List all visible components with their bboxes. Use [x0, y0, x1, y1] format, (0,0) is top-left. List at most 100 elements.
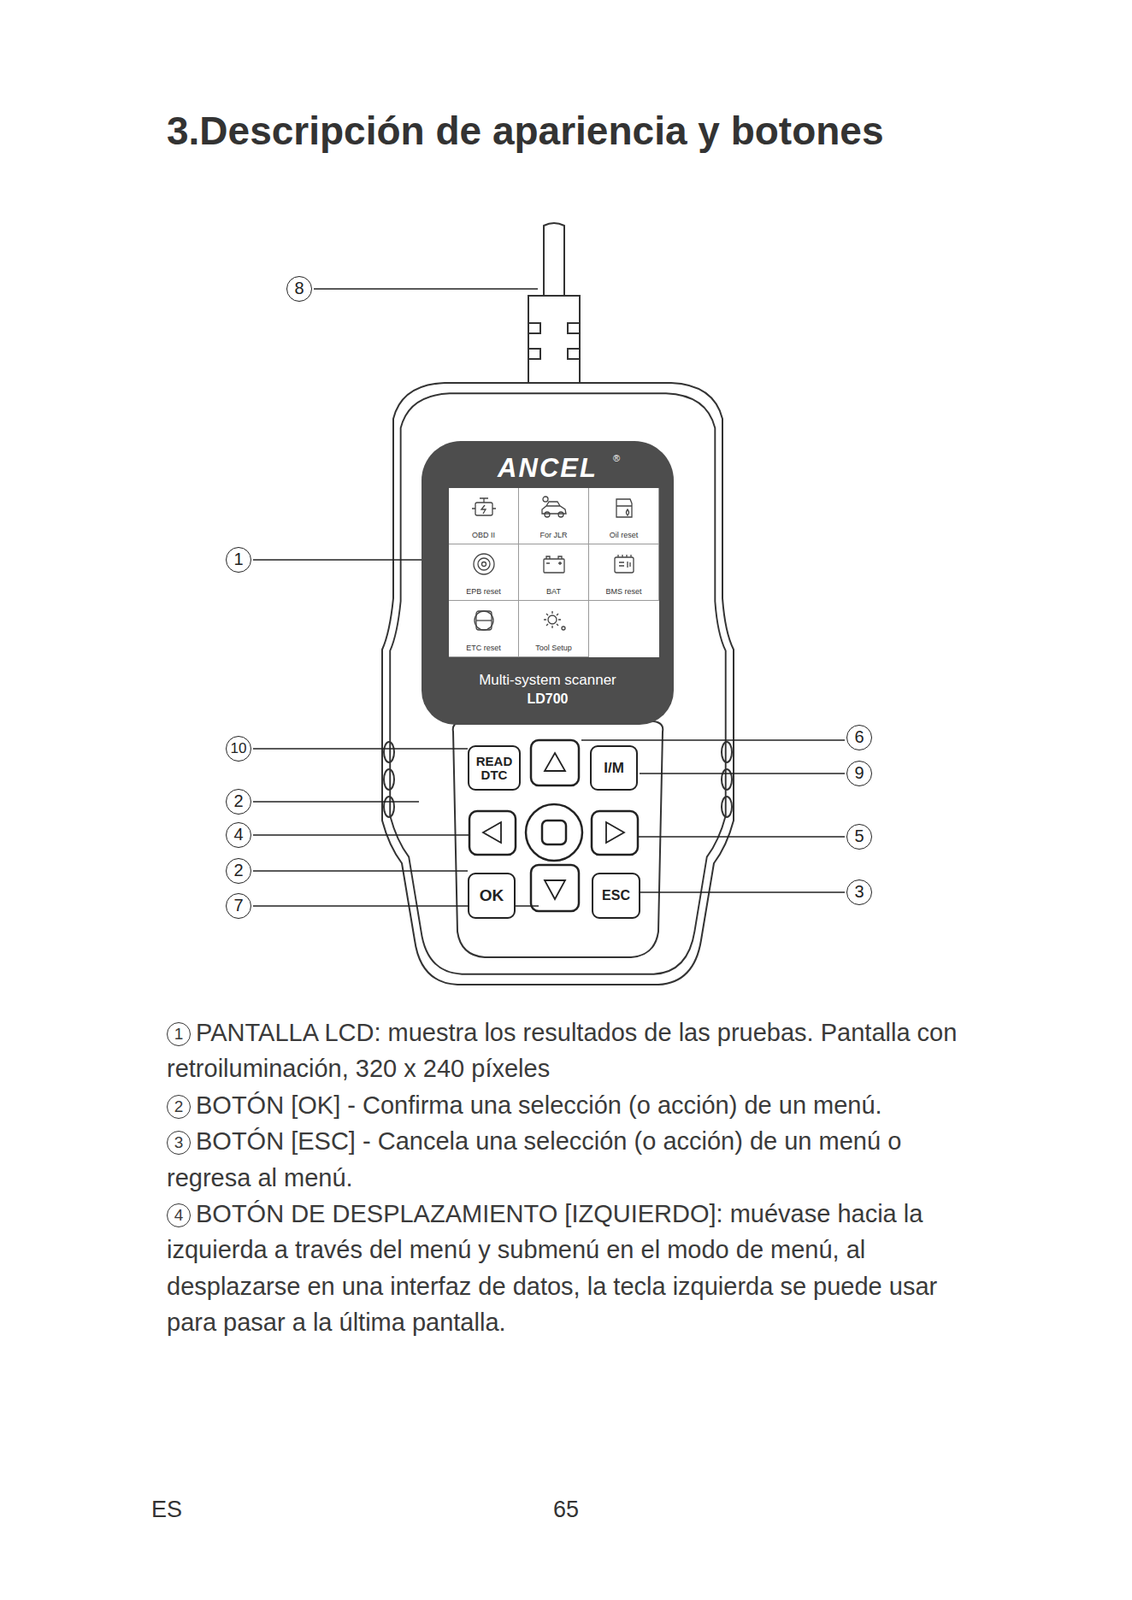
im-button: I/M	[589, 745, 638, 791]
grip	[383, 769, 395, 791]
menu-grid-ground	[448, 488, 660, 658]
model-name: LD700	[421, 691, 674, 708]
icon-strokes	[473, 554, 495, 575]
device-subtitle: Multi-system scanner	[421, 672, 674, 690]
menu-icon	[466, 607, 502, 634]
item-number: 2	[166, 1095, 191, 1120]
up-key	[530, 740, 579, 786]
menu-cell: ETC reset	[448, 601, 519, 658]
menu-cell: BAT	[518, 544, 590, 602]
leader-line	[640, 891, 845, 894]
icon-part	[474, 611, 494, 631]
grip	[383, 796, 395, 818]
language-code: ES	[151, 1497, 183, 1524]
icon-part	[546, 556, 562, 566]
menu-label: BAT	[518, 587, 589, 596]
menu-label: Tool Setup	[518, 643, 589, 653]
callout-number: 6	[846, 725, 873, 751]
leader-line	[581, 739, 845, 742]
page-number: 65	[553, 1497, 579, 1524]
icon-part	[544, 512, 550, 518]
leader-lines	[253, 288, 845, 907]
menu-icon	[536, 607, 572, 634]
housing-inner	[389, 393, 726, 974]
callout-number: 10	[225, 736, 252, 762]
callout-number: 4	[225, 822, 252, 849]
menu-label: BMS reset	[589, 587, 659, 596]
icon-strokes	[543, 556, 565, 573]
right-key	[591, 811, 638, 855]
callout-number: 3	[846, 879, 873, 906]
menu-cell: Oil reset	[589, 488, 660, 545]
brand-logo: ANCEL	[421, 453, 674, 484]
down-arrow	[544, 880, 566, 900]
icon-part	[618, 554, 631, 568]
page-title: 3.Descripción de apariencia y botones	[166, 107, 885, 154]
center-key-square	[542, 820, 566, 845]
item-number: 1	[166, 1022, 191, 1047]
menu-icon	[536, 495, 572, 521]
button-label: READ DTC	[469, 754, 519, 783]
icon-part	[543, 611, 561, 629]
button-label: OK	[479, 887, 505, 905]
callout-number: 8	[286, 276, 313, 302]
icon-part	[482, 562, 487, 567]
callout-number: 2	[225, 858, 252, 885]
esc-button: ESC	[591, 872, 641, 920]
leader-line	[253, 870, 468, 873]
item-text: PANTALLA LCD: muestra los resultados de …	[166, 1019, 957, 1083]
menu-icon	[466, 551, 502, 578]
icon-strokes	[616, 499, 632, 518]
menu-icon	[466, 495, 502, 521]
housing-outer	[382, 383, 734, 985]
item-text: BOTÓN [OK] - Confirma una selección (o a…	[195, 1091, 883, 1120]
read-dtc-button: READ DTC	[467, 745, 521, 791]
icon-part	[558, 512, 564, 518]
menu-cell: Tool Setup	[518, 601, 590, 658]
icon-part	[471, 498, 496, 514]
icon-part	[473, 554, 495, 575]
description-item: 3BOTÓN [ESC] - Cancela una selección (o …	[166, 1123, 971, 1197]
lcd-screen: ANCEL®Multi-system scannerLD700OBD IIFor…	[421, 441, 674, 726]
menu-cell: EPB reset	[448, 544, 519, 602]
item-text: BOTÓN DE DESPLAZAMIENTO [IZQUIERDO]: mué…	[166, 1200, 938, 1337]
callout-number: 2	[225, 789, 252, 815]
icon-strokes	[474, 611, 494, 631]
icon-part	[476, 619, 492, 621]
button-label: ESC	[601, 889, 631, 904]
icon-part	[477, 558, 490, 571]
description-list: 1PANTALLA LCD: muestra los resultados de…	[166, 1014, 971, 1342]
grip	[721, 796, 732, 818]
menu-label: ETC reset	[448, 643, 519, 653]
item-text: BOTÓN [ESC] - Cancela una selección (o a…	[166, 1127, 902, 1191]
left-arrow	[483, 822, 502, 844]
description-item: 1PANTALLA LCD: muestra los resultados de…	[166, 1014, 971, 1088]
button-panel	[453, 721, 664, 958]
leader-line	[639, 772, 845, 775]
menu-icon	[607, 495, 642, 521]
item-number: 3	[166, 1131, 191, 1156]
leader-line	[253, 748, 468, 750]
menu-cell: OBD II	[448, 488, 519, 545]
item-number: 4	[166, 1203, 191, 1228]
right-arrow	[606, 822, 625, 844]
icon-part	[561, 626, 566, 631]
down-key	[530, 865, 579, 912]
description-item: 2BOTÓN [OK] - Confirma una selección (o …	[166, 1087, 971, 1124]
icon-part	[476, 611, 492, 631]
grip	[721, 769, 732, 791]
callout-number: 1	[225, 547, 252, 573]
description-item: 4BOTÓN DE DESPLAZAMIENTO [IZQUIERDO]: mu…	[166, 1196, 971, 1342]
leader-line	[313, 288, 538, 290]
grip	[383, 742, 395, 763]
menu-icon	[536, 551, 572, 578]
icon-part	[626, 509, 630, 516]
icon-part	[548, 615, 557, 625]
button-label: I/M	[603, 760, 625, 777]
menu-label: OBD II	[448, 530, 519, 540]
cable	[543, 223, 565, 296]
callout-number: 5	[846, 824, 873, 850]
icon-part	[614, 557, 634, 573]
icon-strokes	[614, 554, 634, 573]
leader-line	[253, 559, 423, 561]
